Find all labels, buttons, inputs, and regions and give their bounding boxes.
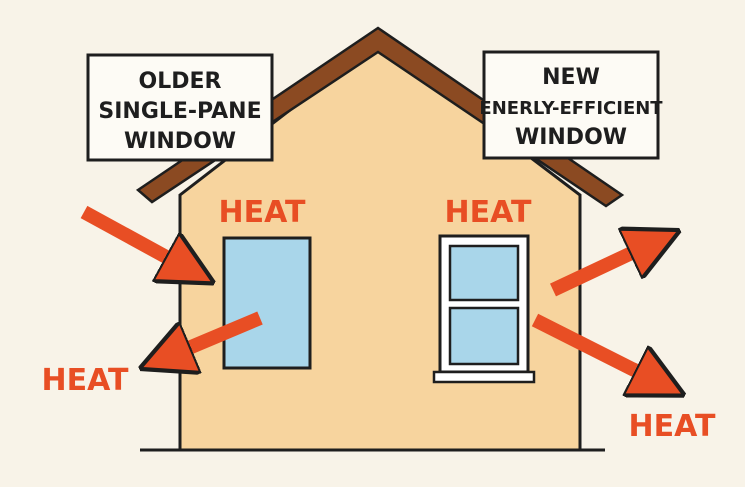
heat-label: HEAT	[42, 363, 129, 398]
heat-label: HEAT	[629, 409, 716, 444]
heat-label: HEAT	[445, 195, 532, 230]
label-line: WINDOW	[124, 129, 236, 154]
old-window-label: OLDER SINGLE-PANE WINDOW	[86, 53, 274, 162]
heat-arrow-out-right-down	[531, 313, 660, 383]
roof	[135, 26, 625, 208]
single-pane-window	[222, 236, 312, 370]
label-line: NEW	[542, 65, 600, 90]
heat-arrow-out-right-up	[550, 242, 655, 297]
label-line: WINDOW	[515, 125, 627, 150]
label-line: ENERLY-EFFICIENT	[479, 98, 663, 119]
double-pane-window	[432, 234, 536, 384]
heat-arrow-in	[80, 205, 190, 270]
label-line: OLDER	[139, 69, 222, 94]
heat-arrow-out-left	[165, 311, 263, 358]
label-line: SINGLE-PANE	[98, 99, 261, 124]
heat-label: HEAT	[219, 195, 306, 230]
new-window-label: NEW ENERLY-EFFICIENT WINDOW	[479, 50, 663, 160]
